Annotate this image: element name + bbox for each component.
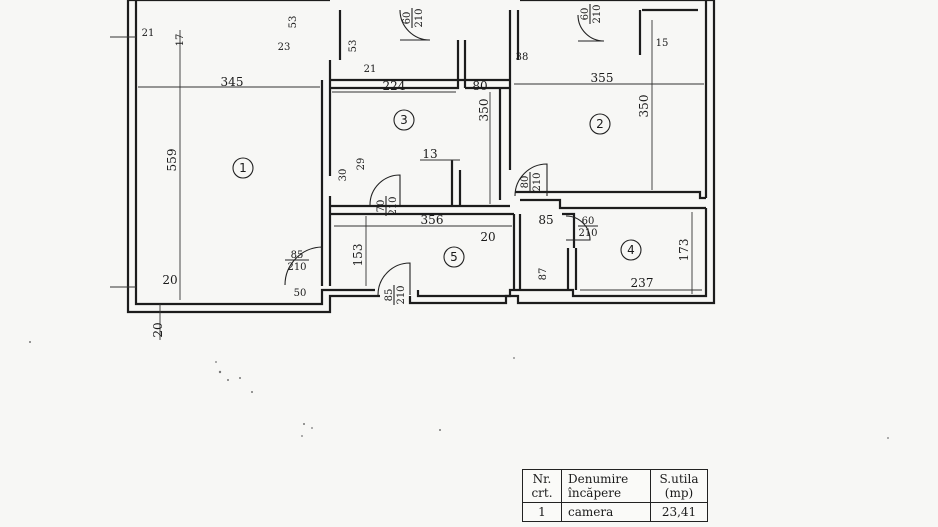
door-balcony-right-height: 210 bbox=[592, 4, 603, 23]
room-3-marker bbox=[393, 109, 415, 131]
dim-hall-height: 153 bbox=[351, 244, 365, 267]
room-4-marker bbox=[620, 239, 642, 261]
room4-door-swing bbox=[565, 215, 591, 241]
room-2-number: 2 bbox=[596, 117, 604, 131]
room-1-marker bbox=[232, 157, 254, 179]
table-row: 1 camera 23,41 bbox=[522, 502, 708, 522]
room1-door-swing bbox=[284, 246, 323, 286]
entrance-door-swing bbox=[377, 262, 411, 296]
area-table-header: Nr. crt. Denumire încăpere S.utila (mp) bbox=[522, 469, 708, 503]
room2-door-swing bbox=[514, 163, 548, 197]
room-5-number: 5 bbox=[450, 250, 458, 264]
room-5-marker bbox=[443, 246, 465, 268]
door-room3-height: 210 bbox=[388, 196, 399, 215]
dim-room1-height: 559 bbox=[165, 149, 179, 172]
outer-walls bbox=[126, 0, 716, 314]
dim-stub-23: 23 bbox=[278, 42, 291, 53]
dim-stub-17: 17 bbox=[175, 34, 186, 47]
door-entrance-width: 85 bbox=[384, 289, 395, 302]
door-balcony-left-width: 60 bbox=[402, 12, 413, 25]
door-annotations: 85 210 85 210 70 210 80 210 60 210 60 21… bbox=[285, 4, 603, 305]
dim-stub-13: 13 bbox=[422, 147, 437, 161]
area-table: Nr. crt. Denumire încăpere S.utila (mp) … bbox=[522, 469, 708, 522]
dim-stub-29: 29 bbox=[356, 158, 367, 171]
dim-hall-85: 85 bbox=[538, 213, 553, 227]
dim-stub-38: 38 bbox=[516, 52, 529, 63]
dimension-labels: 345 224 355 356 237 80 13 20 20 85 15 38… bbox=[142, 16, 691, 338]
dim-stub-87: 87 bbox=[538, 268, 549, 281]
door-room2-height: 210 bbox=[532, 172, 543, 191]
dim-partition: 80 bbox=[472, 79, 487, 93]
door-room1-height: 210 bbox=[287, 262, 306, 273]
dim-stub-21-b: 21 bbox=[364, 64, 377, 75]
dim-room3-height: 350 bbox=[477, 99, 491, 122]
room-number-markers: 1 2 3 4 5 bbox=[232, 109, 642, 268]
door-room4-height: 210 bbox=[578, 228, 597, 239]
dim-stub-15: 15 bbox=[656, 38, 669, 49]
dim-room3-width: 224 bbox=[383, 79, 406, 93]
room-1-number: 1 bbox=[239, 161, 247, 175]
row-nr: 1 bbox=[522, 502, 562, 522]
balcony-right-door-swing bbox=[577, 14, 605, 42]
door-room2-width: 80 bbox=[520, 176, 531, 189]
dim-stub-53-b: 53 bbox=[348, 40, 359, 53]
header-name: Denumire încăpere bbox=[561, 469, 651, 503]
dim-room2-height: 350 bbox=[637, 95, 651, 118]
door-room1-width: 85 bbox=[291, 250, 304, 261]
scan-specks bbox=[29, 341, 889, 439]
dim-room4-height: 173 bbox=[677, 239, 691, 262]
room-4-number: 4 bbox=[627, 243, 635, 257]
dimension-lines bbox=[110, 20, 704, 340]
room3-door-swing bbox=[369, 174, 401, 206]
dim-room1-width: 345 bbox=[221, 75, 244, 89]
door-balcony-right-width: 60 bbox=[580, 8, 591, 21]
dim-wall-20-bottom: 20 bbox=[151, 322, 165, 337]
dim-wall-20-left: 20 bbox=[162, 273, 177, 287]
dim-hall-width: 356 bbox=[421, 213, 444, 227]
dim-stub-21-a: 21 bbox=[142, 28, 155, 39]
balcony-left-door-swing bbox=[399, 9, 431, 41]
dim-room4-width: 237 bbox=[631, 276, 654, 290]
row-name: camera bbox=[561, 502, 651, 522]
interior-walls bbox=[320, 8, 706, 290]
room-3-number: 3 bbox=[400, 113, 408, 127]
dim-wall-20-hall: 20 bbox=[480, 230, 495, 244]
dim-stub-53-a: 53 bbox=[288, 16, 299, 29]
dim-stub-30: 30 bbox=[338, 169, 349, 182]
door-swings bbox=[284, 9, 605, 296]
dim-stub-50: 50 bbox=[294, 288, 307, 299]
door-room3-width: 70 bbox=[376, 200, 387, 213]
dim-room2-width: 355 bbox=[591, 71, 614, 85]
header-area: S.utila (mp) bbox=[650, 469, 708, 503]
door-balcony-left-height: 210 bbox=[414, 8, 425, 27]
door-room4-width: 60 bbox=[582, 216, 595, 227]
header-nr: Nr. crt. bbox=[522, 469, 562, 503]
room-2-marker bbox=[589, 113, 611, 135]
row-area: 23,41 bbox=[650, 502, 708, 522]
door-entrance-height: 210 bbox=[396, 285, 407, 304]
